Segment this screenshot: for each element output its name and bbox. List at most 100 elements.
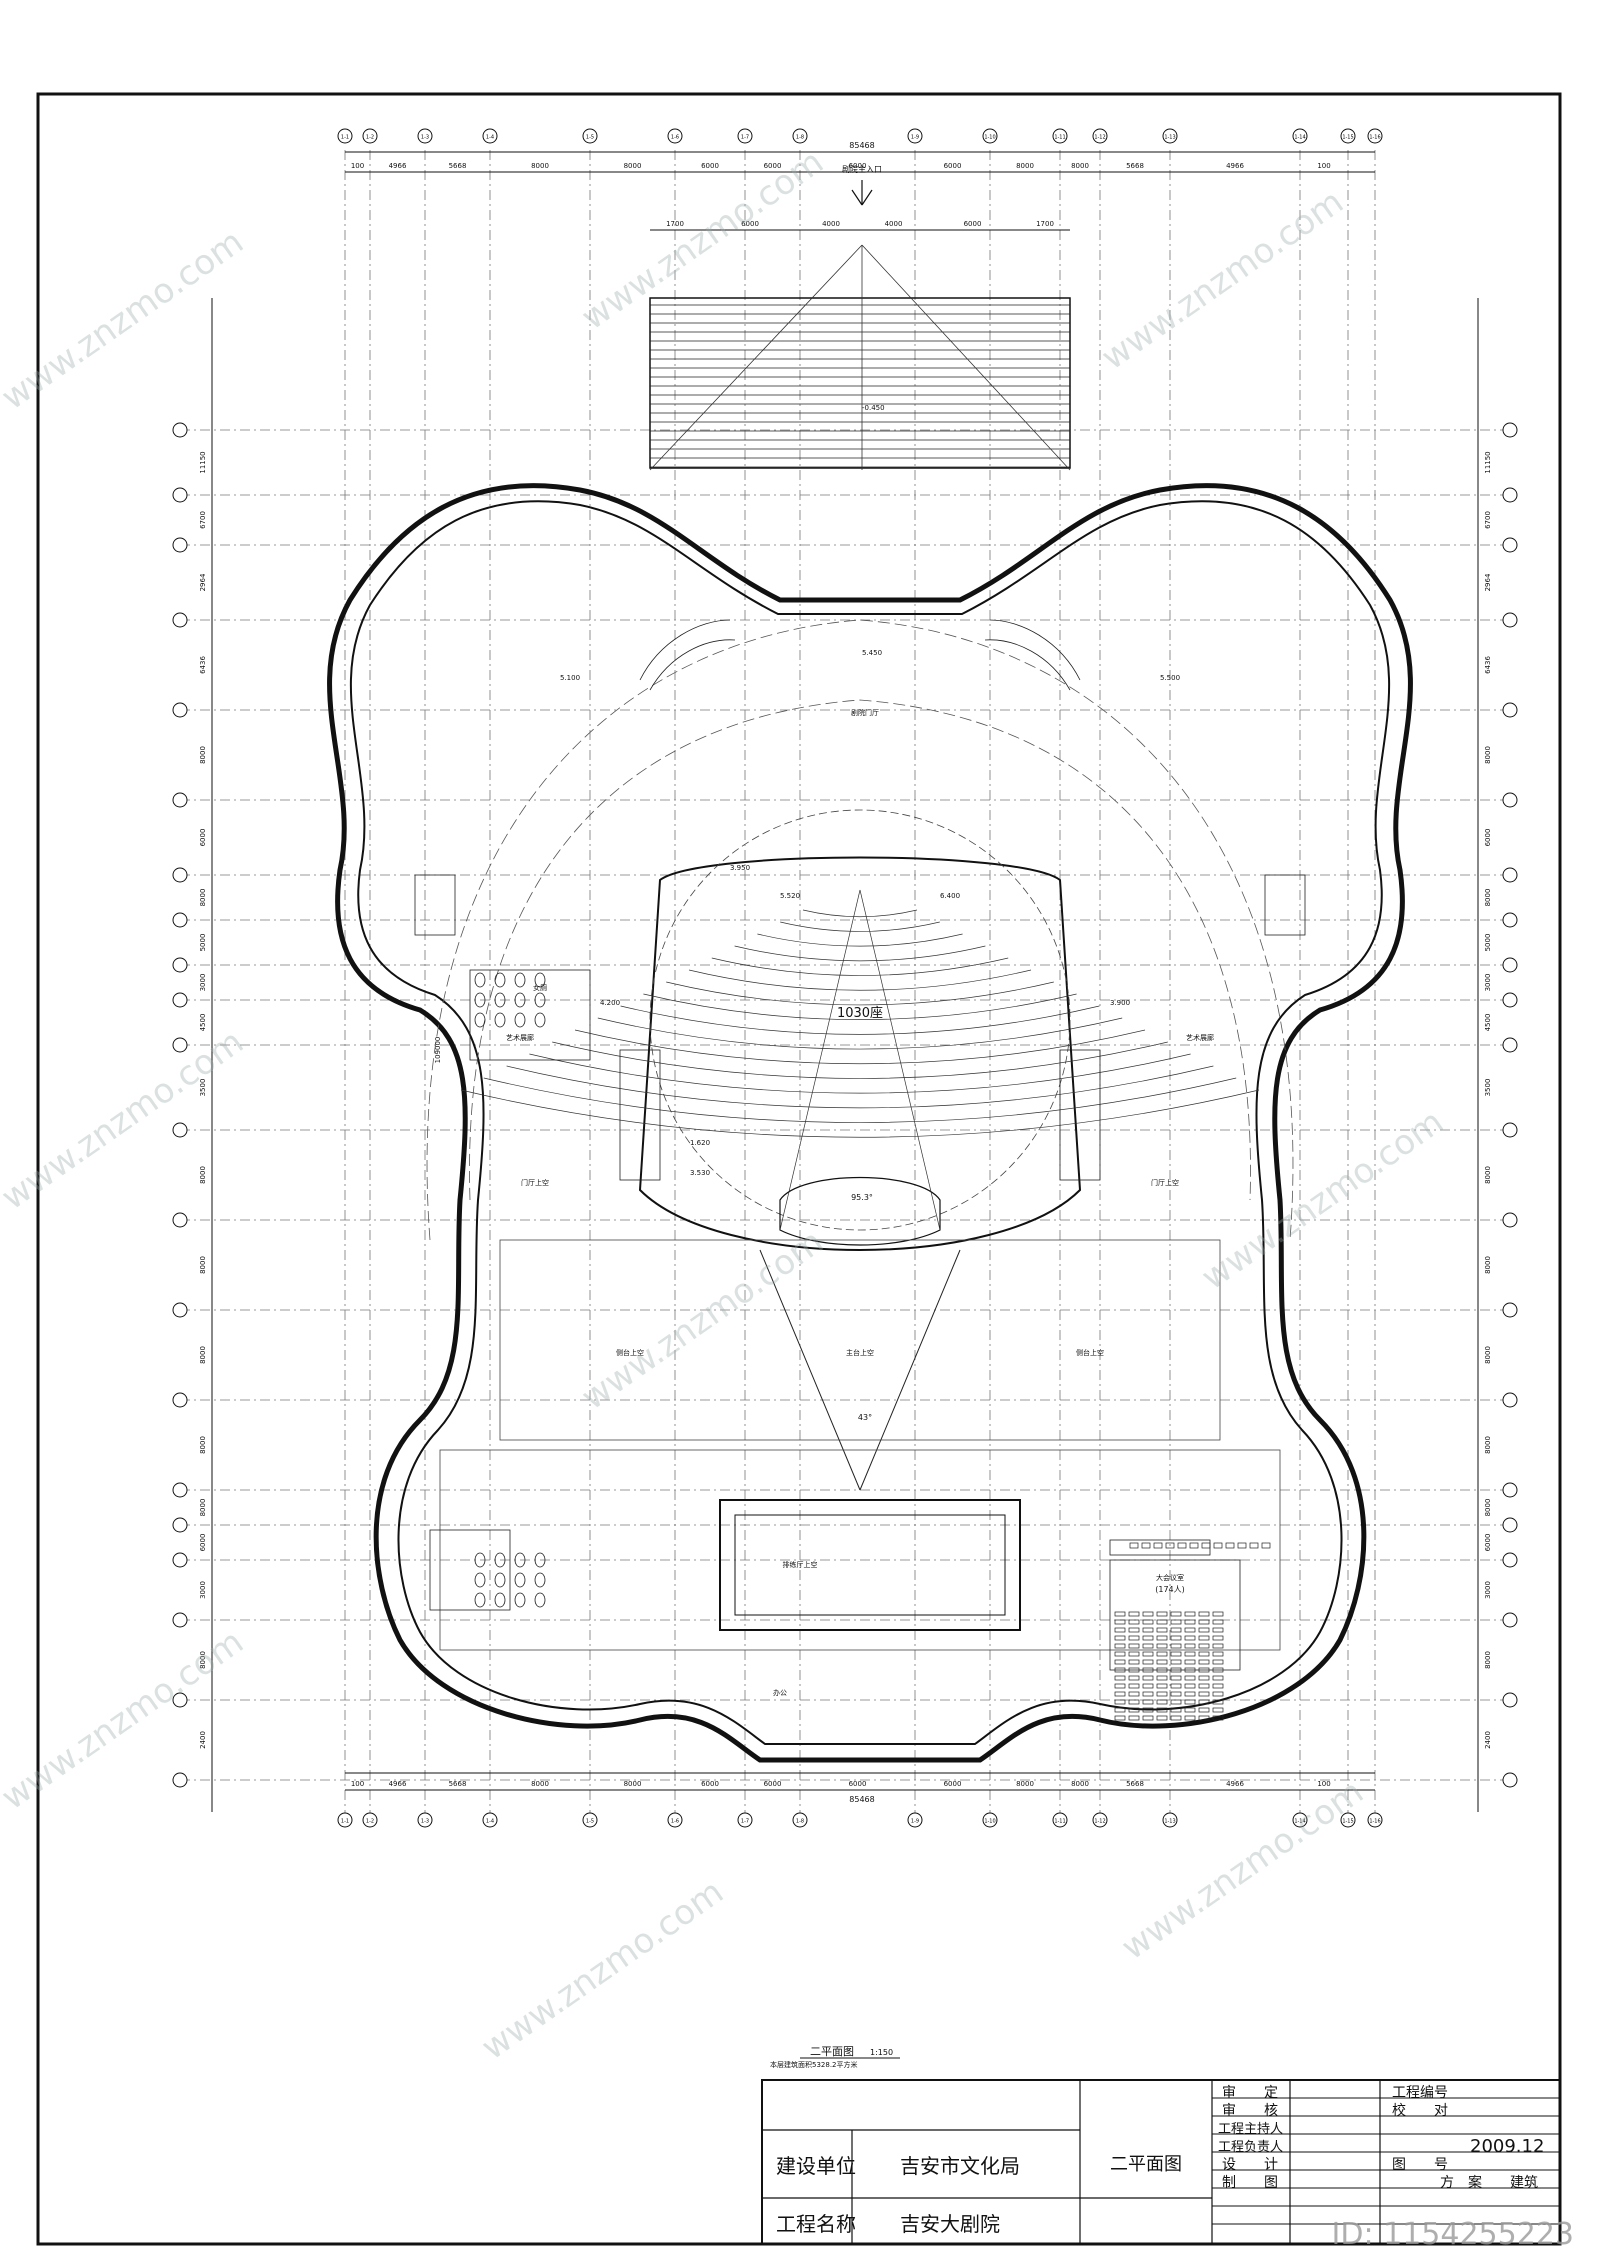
axis-bubbles-left — [172, 422, 188, 1788]
dim-label: 3500 — [199, 1079, 207, 1097]
dimension-lines — [211, 151, 1479, 1812]
dim-label: 4966 — [1226, 162, 1244, 170]
axis-bubble — [582, 1812, 598, 1828]
dim-label: 6000 — [944, 1780, 962, 1788]
axis-bubble — [1502, 1302, 1518, 1318]
dim-label: 6436 — [199, 656, 207, 674]
dim-label: 4966 — [389, 162, 407, 170]
dim-label: 3000 — [1484, 1581, 1492, 1599]
axis-bubble — [1502, 867, 1518, 883]
dim-label: 8000 — [199, 746, 207, 764]
axis-label: 1-1 — [341, 1819, 349, 1825]
level-marker: 5.500 — [1160, 674, 1180, 682]
sight-angle-label: 95.3° — [851, 1193, 873, 1202]
dim-label: 8000 — [1016, 1780, 1034, 1788]
axis-bubble — [1502, 1037, 1518, 1053]
axis-label: 1-11 — [1054, 135, 1065, 141]
axis-bubble — [1092, 1812, 1108, 1828]
axis-bubble — [1502, 912, 1518, 928]
axis-label: 1-9 — [911, 135, 919, 141]
dim-label: 6000 — [199, 1534, 207, 1552]
dim-label: 5668 — [1126, 162, 1144, 170]
dim-label: 8000 — [624, 162, 642, 170]
level-marker: 1.620 — [690, 1139, 710, 1147]
id-text: ID: 1154255223 — [1331, 2217, 1574, 2252]
axis-bubble — [1052, 1812, 1068, 1828]
axis-bubble — [1502, 1392, 1518, 1408]
dim-label: 4000 — [822, 220, 840, 228]
drawing-frame — [36, 92, 1562, 2246]
radial-arcs — [426, 619, 1294, 1241]
axis-bubble — [1502, 1212, 1518, 1228]
hall-right-label: 门厅上空 — [1151, 1178, 1179, 1187]
dim-label: 6700 — [1484, 511, 1492, 529]
dim-label: 8000 — [1016, 162, 1034, 170]
building-outline — [327, 483, 1413, 1763]
discipline-label: 建筑 — [1510, 2175, 1538, 2191]
axis-label: 1-15 — [1342, 135, 1353, 141]
overall-dim-bottom: 85468 — [849, 1795, 874, 1804]
dim-label: 6000 — [1484, 829, 1492, 847]
stage-right-label: 侧台上空 — [1076, 1348, 1104, 1357]
axis-bubble — [1502, 1772, 1518, 1788]
axis-label: 1-15 — [1342, 1819, 1353, 1825]
dim-label: 4500 — [1484, 1014, 1492, 1032]
dim-label: 1700 — [1036, 220, 1054, 228]
dim-label: 3000 — [1484, 974, 1492, 992]
dim-label: 3500 — [1484, 1079, 1492, 1097]
axis-label: 1-3 — [421, 135, 429, 141]
area-note: 本层建筑面积5328.2平方米 — [770, 2060, 858, 2069]
level-marker: 4.200 — [600, 999, 620, 1007]
stage-area — [439, 1239, 1281, 1651]
dim-label: 4500 — [199, 1014, 207, 1032]
dim-label: 6000 — [849, 162, 867, 170]
axis-label: 1-4 — [486, 1819, 494, 1825]
dim-label: 3000 — [199, 974, 207, 992]
overall-dim-top: 85468 — [849, 141, 874, 150]
dim-label: 4966 — [1226, 1780, 1244, 1788]
dim-label: 2400 — [1484, 1731, 1492, 1749]
axis-label: 1-11 — [1054, 1819, 1065, 1825]
axis-bubble — [172, 537, 188, 553]
date-value: 2009.12 — [1470, 2136, 1545, 2157]
level-marker: 3.900 — [1110, 999, 1130, 1007]
seat-count-label: 1030座 — [837, 1006, 883, 1021]
dim-label: 8000 — [1484, 1499, 1492, 1517]
axis-label: 1-12 — [1094, 1819, 1105, 1825]
dim-label: 1700 — [666, 220, 684, 228]
meeting-room-seats — [1114, 1542, 1271, 1721]
axis-bubble — [172, 1552, 188, 1568]
dim-label: 8000 — [1484, 1651, 1492, 1669]
title-block — [761, 2079, 1561, 2245]
dim-label: 2964 — [1484, 573, 1492, 591]
dim-label: 100 — [351, 162, 364, 170]
rehearsal-label: 排练厅上空 — [783, 1560, 818, 1569]
dim-label: 100 — [351, 1780, 364, 1788]
dim-label: 6000 — [764, 1780, 782, 1788]
dim-label: 8000 — [199, 1166, 207, 1184]
axis-label: 1-10 — [984, 1819, 995, 1825]
level-marker: 5.450 — [862, 649, 882, 657]
axis-bubble — [417, 1812, 433, 1828]
dim-label: 8000 — [199, 1499, 207, 1517]
axis-bubble — [172, 1612, 188, 1628]
check-label: 校 对 — [1392, 2103, 1448, 2119]
axis-bubble — [1502, 422, 1518, 438]
dim-label: 6000 — [199, 829, 207, 847]
axis-bubble — [482, 1812, 498, 1828]
level-marker: 5.520 — [780, 892, 800, 900]
axis-bubble — [1340, 1812, 1356, 1828]
axis-bubble — [172, 422, 188, 438]
axis-bubble — [582, 128, 598, 144]
dim-label: 8000 — [199, 1346, 207, 1364]
axis-label: 1-10 — [984, 135, 995, 141]
drawing-scale: 1:150 — [870, 2048, 893, 2057]
axis-label: 1-3 — [421, 1819, 429, 1825]
role-design: 设 计 — [1222, 2157, 1278, 2173]
dim-label: 8000 — [1484, 1436, 1492, 1454]
side-rooms — [414, 874, 1306, 1671]
dim-label: 8000 — [531, 162, 549, 170]
axis-bubble — [667, 1812, 683, 1828]
axis-bubble — [907, 128, 923, 144]
